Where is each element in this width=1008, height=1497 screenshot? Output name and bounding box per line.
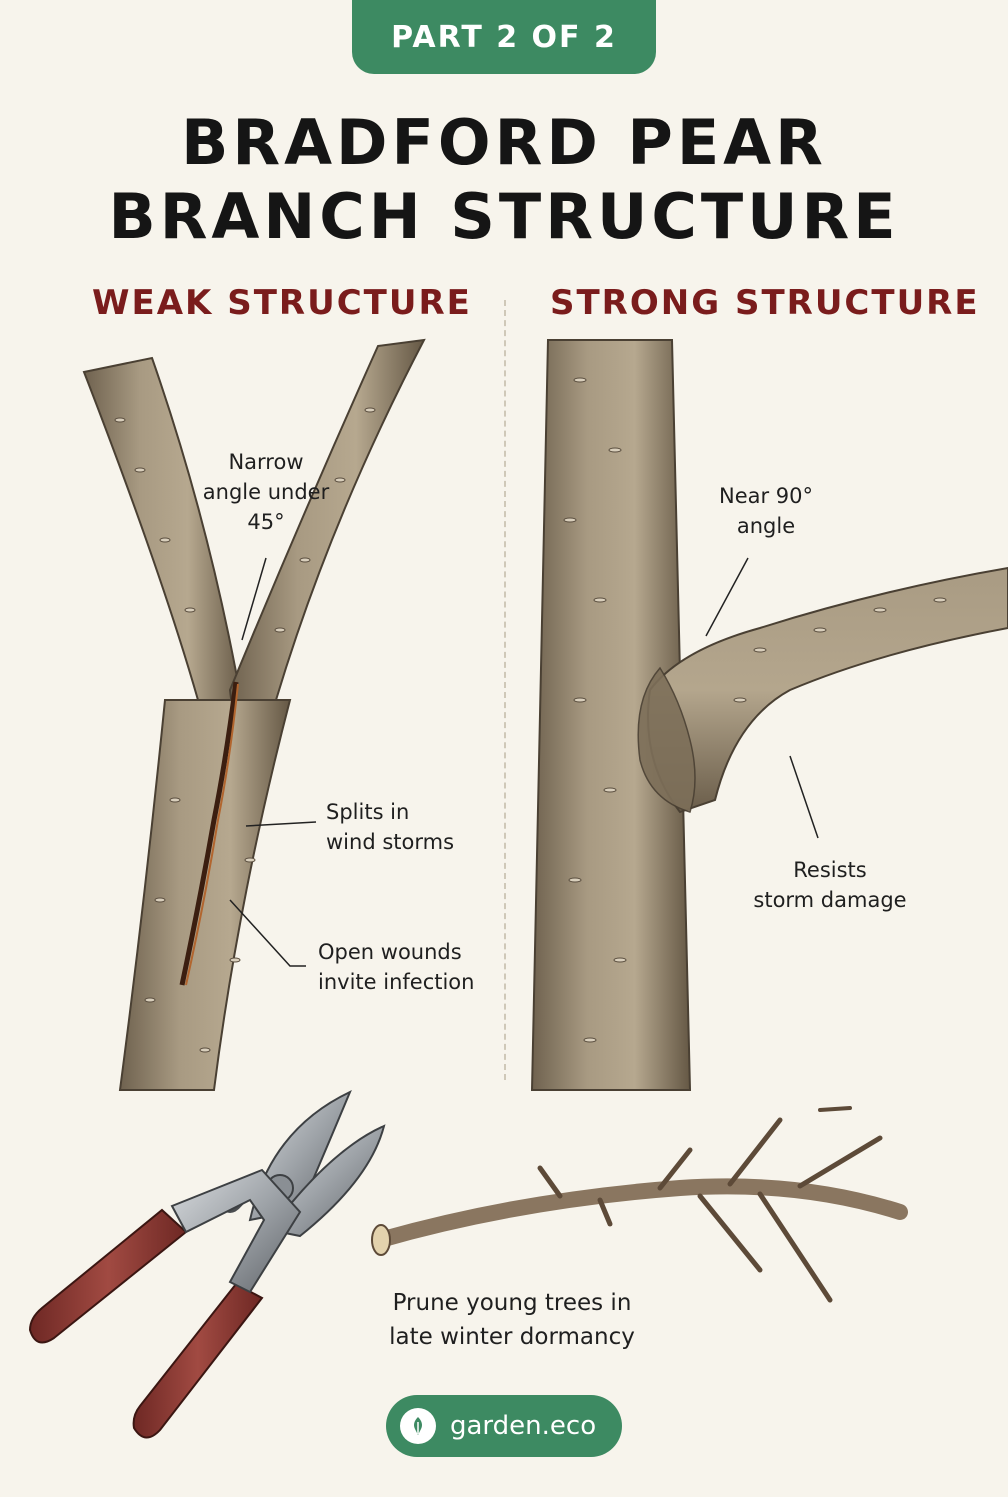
- weak-angle-note-line: angle under: [202, 480, 330, 504]
- weak-wounds-note-line: Open wounds: [318, 940, 462, 964]
- weak-bark-lenticels: [114, 407, 376, 1053]
- branch-collar: [637, 666, 696, 813]
- shears-lower-blade: [268, 1124, 386, 1238]
- twig-branch-3: [727, 1117, 783, 1187]
- weak-angle-leader: [241, 557, 267, 641]
- strong-resists-leader: [789, 755, 819, 839]
- page-title-line-1: BRADFORD PEAR: [181, 106, 827, 179]
- pruning-tip: Prune young trees in late winter dormanc…: [372, 1286, 652, 1354]
- leaf-icon: [400, 1408, 436, 1444]
- part-badge: PART 2 OF 2: [352, 0, 656, 74]
- strong-angle-note: Near 90° angle: [706, 481, 826, 541]
- shears-lower-handle: [132, 1282, 264, 1439]
- weak-branch-illustration: [82, 338, 426, 1091]
- strong-resists-note-line: storm damage: [753, 888, 907, 912]
- brand-footer-link[interactable]: garden.eco: [386, 1395, 622, 1457]
- twig-branch-6: [697, 1193, 763, 1273]
- weak-splits-note-line: Splits in: [326, 800, 410, 824]
- weak-wounds-note: Open wounds invite infection: [318, 937, 474, 997]
- strong-branch-trunk: [530, 339, 692, 1091]
- bark-split-crack: [179, 681, 239, 986]
- strong-branch-limb: [647, 566, 1008, 814]
- weak-angle-note-line: Narrow: [228, 450, 304, 474]
- cut-twig-illustration: [371, 1106, 908, 1303]
- twig-branch-8: [818, 1106, 852, 1112]
- strong-angle-note-line: Near 90°: [718, 484, 814, 508]
- pruning-tip-line: late winter dormancy: [389, 1324, 635, 1350]
- twig-main-stem: [372, 1178, 908, 1248]
- weak-splits-leader: [245, 821, 317, 827]
- strong-bark-lenticels: [563, 377, 947, 1043]
- strong-branch-illustration: [530, 339, 1008, 1091]
- twig-branch-4: [797, 1135, 883, 1189]
- pruning-shears-illustration: [28, 1089, 386, 1439]
- weak-splits-note-line: wind storms: [326, 830, 455, 854]
- strong-structure-heading: STRONG STRUCTURE: [550, 283, 980, 323]
- twig-branch-1: [537, 1165, 563, 1199]
- weak-structure-heading: WEAK STRUCTURE: [92, 283, 472, 323]
- part-badge-label: PART 2 OF 2: [391, 19, 617, 55]
- weak-angle-note: Narrow angle under 45°: [196, 447, 336, 537]
- weak-wounds-note-line: invite infection: [318, 970, 475, 994]
- brand-footer-label: garden.eco: [450, 1411, 597, 1441]
- strong-angle-note-line: angle: [736, 514, 796, 538]
- page-title-line-2: BRANCH STRUCTURE: [108, 180, 900, 253]
- bark-split-highlight: [185, 683, 239, 986]
- twig-branch-2: [657, 1147, 693, 1191]
- weak-branch-right-limb: [228, 338, 426, 743]
- twig-branch-5: [757, 1191, 833, 1303]
- twig-cut-end: [371, 1224, 391, 1256]
- strong-angle-leader: [705, 557, 749, 637]
- strong-resists-note-line: Resists: [793, 858, 867, 882]
- strong-resists-note: Resists storm damage: [750, 855, 910, 915]
- shears-upper-handle: [28, 1208, 188, 1344]
- weak-splits-note: Splits in wind storms: [326, 797, 454, 857]
- pruning-tip-line: Prune young trees in: [392, 1290, 632, 1316]
- weak-angle-note-line: 45°: [247, 510, 285, 534]
- weak-wounds-leader: [229, 899, 306, 967]
- twig-branch-7: [597, 1197, 613, 1227]
- section-divider: [504, 300, 506, 1080]
- shears-frame: [170, 1168, 302, 1294]
